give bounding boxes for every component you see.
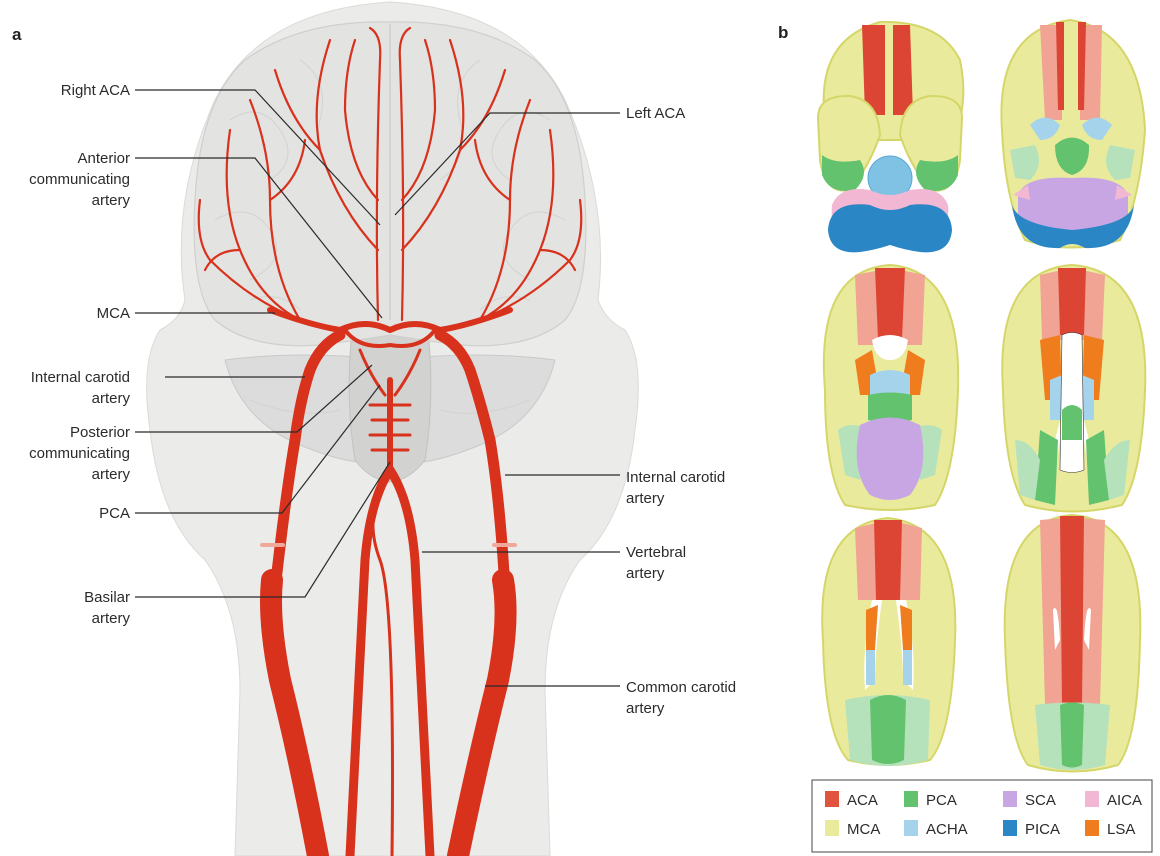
panel-a: a: [12, 2, 736, 856]
slice-6: [1005, 515, 1141, 772]
label-common-carotid-2: artery: [626, 700, 665, 717]
legend-label-lsa: LSA: [1107, 821, 1135, 838]
label-posterior-comm-2: communicating: [29, 445, 130, 462]
label-posterior-comm-3: artery: [92, 466, 131, 483]
legend-swatch-pca: [904, 791, 918, 807]
slice-3: [824, 265, 958, 510]
slice-5: [822, 518, 955, 766]
legend-label-aica: AICA: [1107, 792, 1142, 809]
legend-label-sca: SCA: [1025, 792, 1056, 809]
label-vertebral-1: Vertebral: [626, 544, 686, 561]
label-ica-right-1: Internal carotid: [626, 469, 725, 486]
label-vertebral-2: artery: [626, 565, 665, 582]
label-anterior-comm-2: communicating: [29, 171, 130, 188]
label-posterior-comm-1: Posterior: [70, 424, 130, 441]
label-mca: MCA: [97, 305, 130, 322]
label-anterior-comm-3: artery: [92, 192, 131, 209]
legend-label-aca: ACA: [847, 792, 878, 809]
panel-b: b: [778, 20, 1152, 852]
legend-label-pca: PCA: [926, 792, 957, 809]
label-left-aca: Left ACA: [626, 105, 685, 122]
label-pca: PCA: [99, 505, 130, 522]
label-ica-left-2: artery: [92, 390, 131, 407]
legend-label-pica: PICA: [1025, 821, 1060, 838]
label-ica-left-1: Internal carotid: [31, 369, 130, 386]
labels-right: Left ACA Internal carotid artery Vertebr…: [626, 105, 736, 717]
label-common-carotid-1: Common carotid: [626, 679, 736, 696]
legend-frame: [812, 780, 1152, 852]
legend-swatch-lsa: [1085, 820, 1099, 836]
legend-swatch-sca: [1003, 791, 1017, 807]
slice-1: [818, 22, 963, 252]
legend-swatch-pica: [1003, 820, 1017, 836]
legend-label-mca: MCA: [847, 821, 880, 838]
slice-4: [1002, 265, 1145, 512]
panel-b-letter: b: [778, 23, 788, 42]
panel-a-letter: a: [12, 25, 22, 44]
legend-swatch-aica: [1085, 791, 1099, 807]
label-ica-right-2: artery: [626, 490, 665, 507]
label-basilar-2: artery: [92, 610, 131, 627]
legend: ACA PCA SCA AICA MCA ACHA PICA LSA: [812, 780, 1152, 852]
labels-left: Right ACA Anterior communicating artery …: [29, 82, 130, 627]
label-anterior-comm-1: Anterior: [77, 150, 130, 167]
legend-label-acha: ACHA: [926, 821, 968, 838]
legend-swatch-mca: [825, 820, 839, 836]
label-right-aca: Right ACA: [61, 82, 130, 99]
legend-swatch-aca: [825, 791, 839, 807]
legend-swatch-acha: [904, 820, 918, 836]
slice-2: [1001, 20, 1145, 248]
label-basilar-1: Basilar: [84, 589, 130, 606]
